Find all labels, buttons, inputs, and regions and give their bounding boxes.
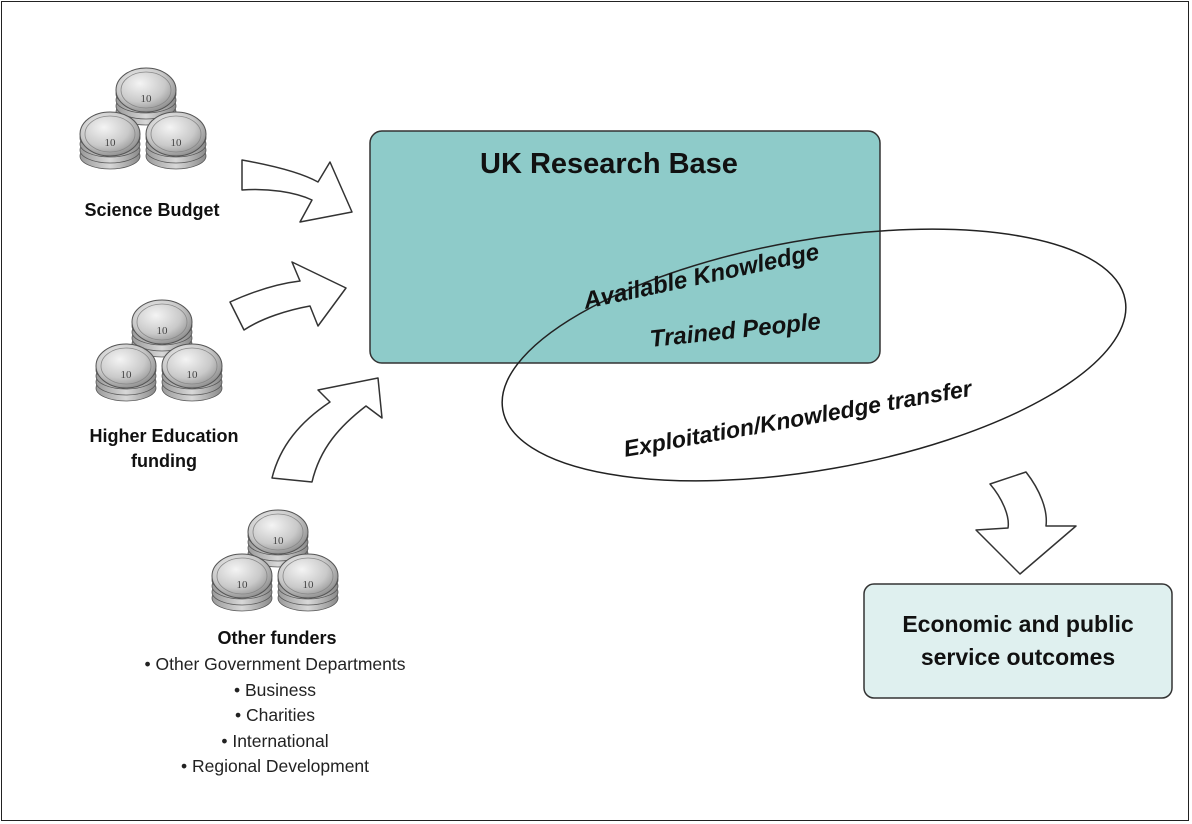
research-base-box (369, 130, 881, 364)
coin-denomination: 10 (171, 137, 183, 149)
outcome-label: Economic and public service outcomes (902, 611, 1134, 670)
coin-rim (120, 71, 172, 109)
other-funders-item: International (90, 729, 460, 755)
other-funders-label: Other funders (217, 628, 337, 648)
science-budget-label: Science Budget (84, 200, 220, 220)
coin-face (247, 509, 309, 555)
coin-rim (166, 347, 218, 385)
coin-rim (150, 115, 202, 153)
other-funders-item: Regional Development (90, 754, 460, 780)
coin-denomination: 10 (121, 369, 133, 381)
coin-denomination: 10 (157, 325, 169, 337)
other-funders-list: Other Government Departments Business Ch… (90, 652, 460, 780)
outcome-box (863, 583, 1173, 699)
arrow-science-budget (241, 159, 353, 223)
other-funders-item: Other Government Departments (90, 652, 460, 678)
coin-face (161, 343, 223, 389)
coin-denomination: 10 (187, 369, 199, 381)
arrow-higher-education (229, 261, 347, 331)
coin-face (115, 67, 177, 113)
coin-denomination: 10 (303, 579, 315, 591)
other-funders-item: Charities (90, 703, 460, 729)
coin-denomination: 10 (273, 535, 285, 547)
coin-rim (216, 557, 268, 595)
coin-rim (252, 513, 304, 551)
coin-rim (282, 557, 334, 595)
coin-face (145, 111, 207, 157)
coin-rim (84, 115, 136, 153)
coin-face (211, 553, 273, 599)
coin-face (131, 299, 193, 345)
research-base-title: UK Research Base (480, 148, 738, 180)
arrow-to-outcomes (975, 471, 1077, 575)
exploitation-ellipse (501, 228, 1127, 482)
higher-education-label: Higher Education funding (89, 426, 239, 471)
other-funders-item: Business (90, 678, 460, 704)
coin-stack-higher-education-icon: 10 10 10 (95, 299, 223, 402)
coin-face (95, 343, 157, 389)
coin-stack-other-funders-icon: 10 10 10 (211, 509, 339, 612)
coin-denomination: 10 (237, 579, 249, 591)
coin-stack-science-icon: 10 10 10 (79, 67, 207, 170)
arrow-other-funders (271, 377, 383, 483)
coin-rim (100, 347, 152, 385)
coin-face (277, 553, 339, 599)
coin-rim (136, 303, 188, 341)
coin-face (79, 111, 141, 157)
coin-denomination: 10 (105, 137, 117, 149)
coin-denomination: 10 (141, 93, 153, 105)
